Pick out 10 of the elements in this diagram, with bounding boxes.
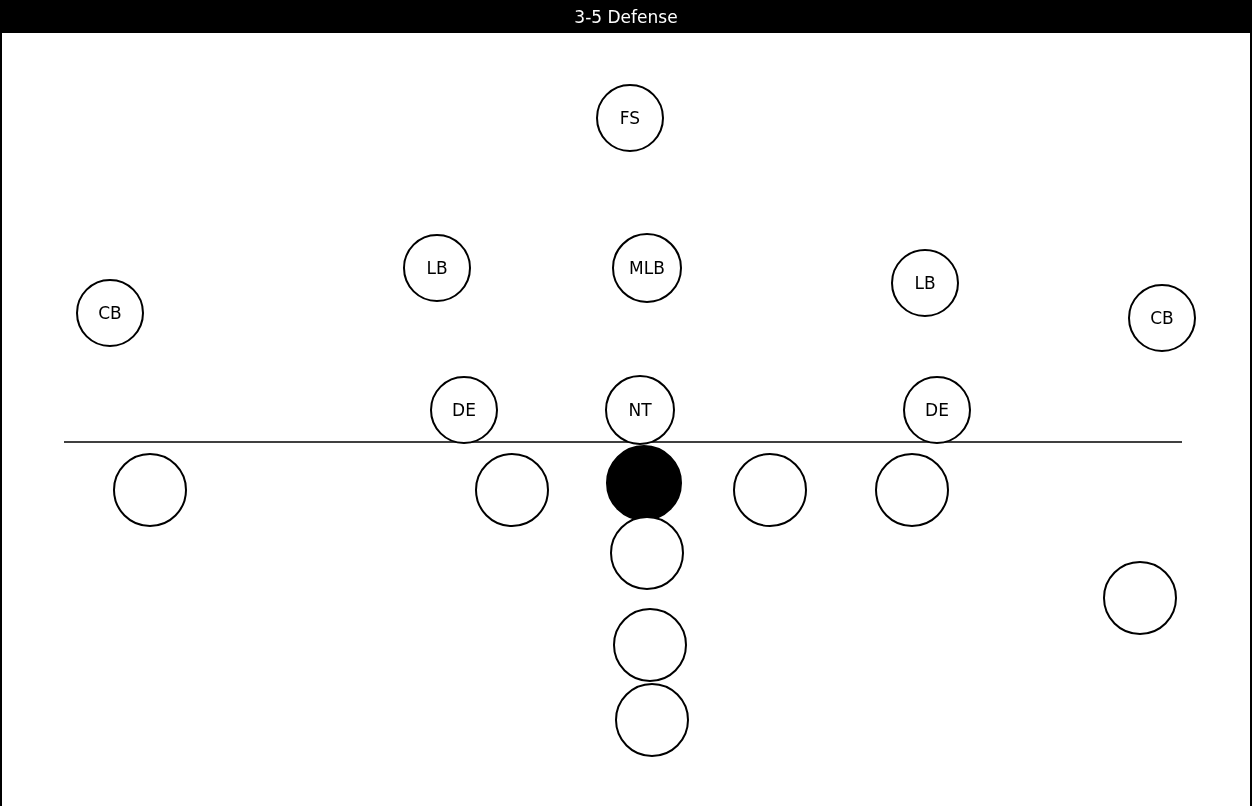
position-label: DE <box>925 400 949 420</box>
position-label: DE <box>452 400 476 420</box>
position-label: NT <box>628 400 652 420</box>
position-label: CB <box>98 303 122 323</box>
position-label: MLB <box>629 258 665 278</box>
position-label: LB <box>426 258 448 278</box>
position-label: CB <box>1150 308 1174 328</box>
position-label: LB <box>914 273 936 293</box>
position-label: FS <box>619 108 641 128</box>
title: 3-5 Defense <box>574 6 678 27</box>
